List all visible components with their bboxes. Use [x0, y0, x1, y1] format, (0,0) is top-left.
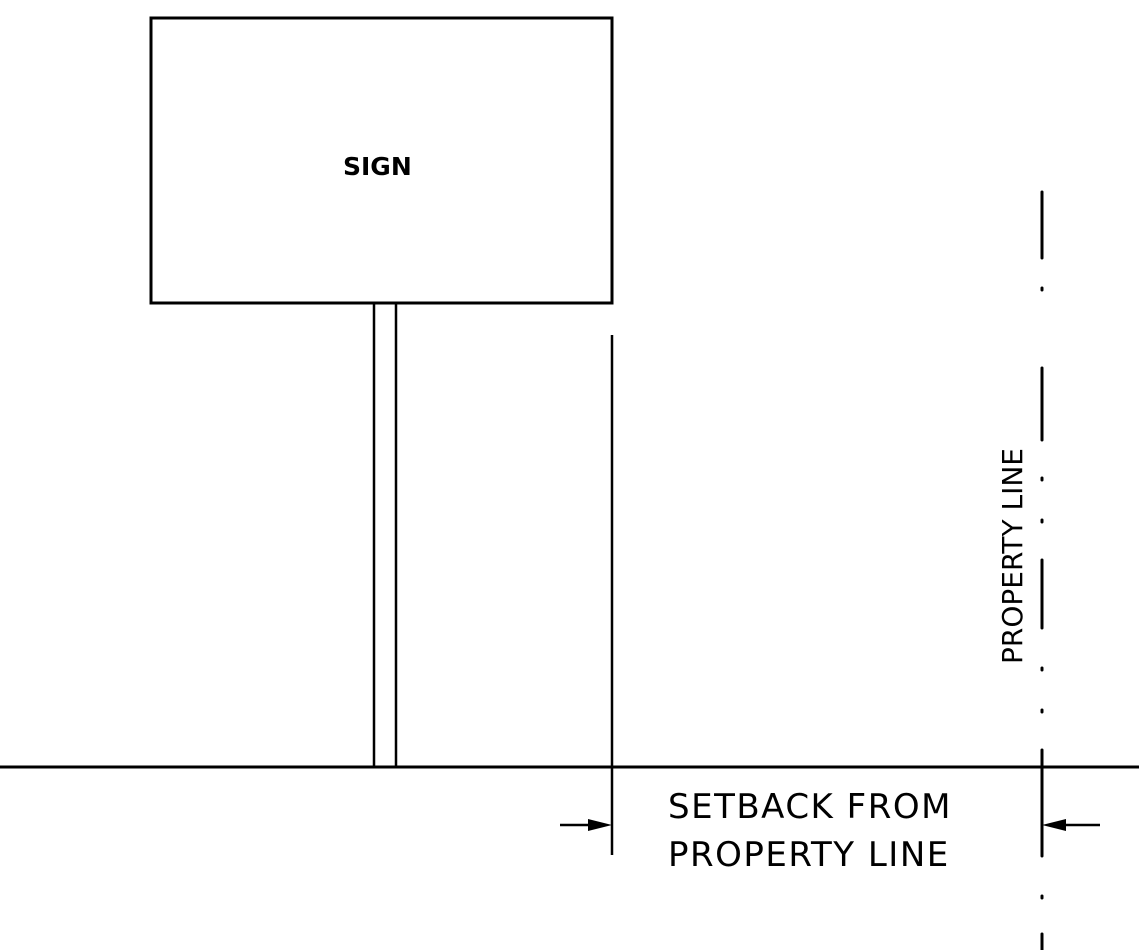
property-line-label: PROPERTY LINE — [996, 448, 1029, 664]
setback-label-line1: SETBACK FROM — [668, 787, 952, 827]
setback-arrow-left — [560, 819, 612, 831]
setback-label-line2: PROPERTY LINE — [668, 835, 950, 875]
sign-board — [149, 16, 614, 305]
setback-arrow-right — [1042, 819, 1100, 831]
sign-label: SIGN — [343, 152, 412, 181]
